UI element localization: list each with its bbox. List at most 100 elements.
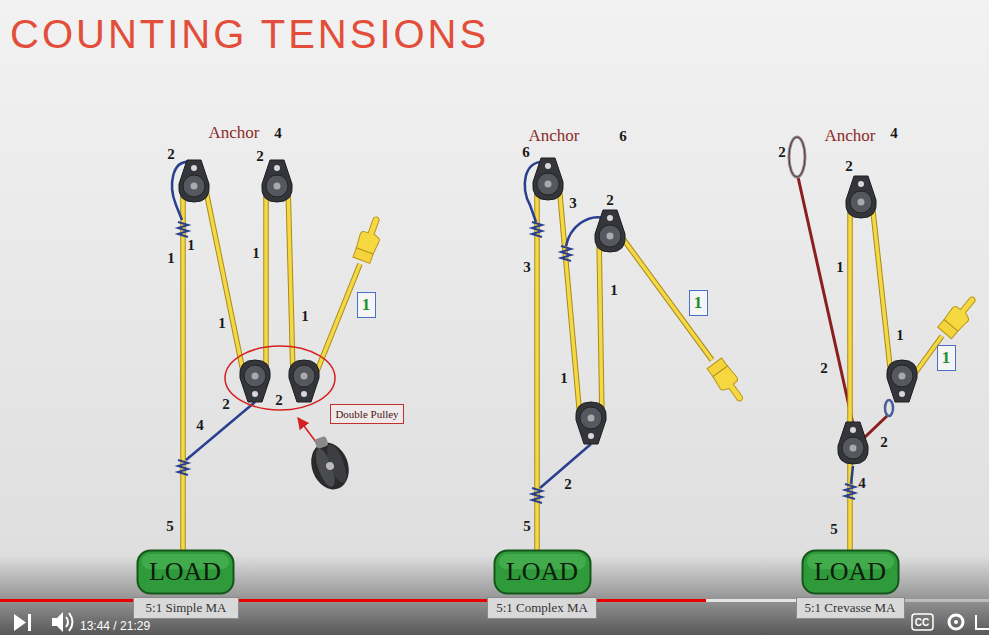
- pulley: [595, 210, 625, 252]
- caption-box: 5:1 Crevasse MA: [796, 597, 905, 619]
- tension-number: 2: [256, 148, 264, 165]
- prusik-coil: [178, 460, 188, 475]
- tension-number: 5: [523, 518, 531, 535]
- node-text-block: 5:1 Crevasse MA: [805, 601, 896, 615]
- node-text: 1: [362, 296, 371, 315]
- prusik-coil: [178, 222, 855, 503]
- node-text: 1: [694, 294, 703, 313]
- pulley: [179, 160, 209, 202]
- rope: [183, 184, 942, 550]
- tension-number: 2: [275, 392, 283, 409]
- pulley: [240, 360, 270, 402]
- tension-number: 1: [252, 245, 260, 262]
- tension-number: 5: [830, 521, 838, 538]
- node-text-block: LOAD: [149, 558, 221, 587]
- double-pulley-highlight: [298, 418, 316, 442]
- tension-number: 4: [858, 475, 866, 492]
- tension-number: 2: [880, 434, 888, 451]
- prusik-cord: [172, 162, 853, 488]
- load-shape: [802, 551, 898, 594]
- tension-number: 6: [619, 128, 627, 145]
- tension-number: 3: [569, 195, 577, 212]
- video-controls: [69, 613, 73, 631]
- video-controls: [14, 614, 26, 631]
- anchor-label: Anchor: [529, 127, 580, 146]
- tension-box: 1: [357, 292, 376, 318]
- video-controls: [66, 617, 68, 627]
- tension-box: 1: [937, 345, 956, 371]
- node-text: 1: [942, 349, 951, 368]
- double-pulley-photo: [325, 461, 335, 471]
- double-pulley-photo: [305, 437, 355, 494]
- pulley: [262, 160, 292, 202]
- load-block: LOAD: [801, 549, 900, 595]
- double-pulley-photo: [323, 442, 350, 484]
- double-pulley-photo: [303, 432, 355, 495]
- tension-number: 2: [845, 158, 853, 175]
- node-text: LOAD: [506, 558, 578, 587]
- tension-box: 1: [689, 290, 708, 316]
- pulley: [846, 176, 876, 218]
- node-text-block: 1: [362, 296, 371, 315]
- tension-number: 4: [890, 125, 898, 142]
- node-text-block: 5:1 Simple MA: [146, 601, 227, 615]
- pulley: [887, 360, 917, 402]
- tension-number: 1: [610, 282, 618, 299]
- node-text: 5:1 Simple MA: [146, 601, 227, 615]
- video-controls: [949, 615, 963, 629]
- pulley: [289, 360, 319, 402]
- tension-number: 3: [523, 259, 531, 276]
- load-block: LOAD: [136, 549, 235, 595]
- pull-hand: [937, 291, 982, 339]
- pull-hand: [352, 214, 982, 407]
- prusik-coil: [532, 222, 542, 237]
- tension-number: 1: [218, 315, 226, 332]
- pulley: [533, 158, 563, 200]
- load-block: LOAD: [493, 549, 592, 595]
- video-time: 13:44 / 21:29: [80, 620, 150, 633]
- tension-number: 1: [560, 370, 568, 387]
- tension-number: 2: [606, 192, 614, 209]
- anchor-label: Anchor: [825, 127, 876, 146]
- tension-number: 1: [836, 259, 844, 276]
- tension-number: 1: [301, 308, 309, 325]
- node-text-block: LOAD: [814, 558, 886, 587]
- double-pulley-photo: [314, 436, 329, 450]
- red-anchor-rope: [798, 177, 853, 424]
- tension-number: 4: [196, 417, 204, 434]
- tension-number: 6: [522, 144, 530, 161]
- node-text-block: 1: [942, 349, 951, 368]
- video-controls: [954, 620, 958, 624]
- prusik-cord: [186, 402, 255, 460]
- rope: [183, 184, 942, 550]
- prusik-coil: [561, 246, 571, 261]
- rope: [183, 184, 942, 550]
- pulley: [576, 402, 606, 444]
- node-text: Double Pulley: [335, 408, 398, 420]
- prusik-coil: [532, 488, 542, 503]
- prusik-coil: [845, 484, 855, 499]
- captions-button: CC: [915, 617, 929, 628]
- node-text-block: 1: [694, 294, 703, 313]
- video-controls: [706, 599, 806, 602]
- tension-number: 4: [274, 125, 282, 142]
- node-text: 5:1 Complex MA: [496, 601, 588, 615]
- double-pulley-highlight: [225, 346, 335, 410]
- carabiner: [885, 400, 893, 416]
- slide-title: COUNTING TENSIONS: [10, 12, 489, 56]
- tension-number: 5: [166, 518, 174, 535]
- node-text-block: 5:1 Complex MA: [496, 601, 588, 615]
- node-text-block: Double Pulley: [335, 408, 398, 420]
- video-controls: [52, 612, 63, 632]
- anchor-label: Anchor: [209, 124, 260, 143]
- pulley: [179, 158, 917, 464]
- carabiner: [789, 137, 805, 177]
- pull-hand: [706, 357, 749, 406]
- video-controls: [976, 615, 989, 629]
- tension-number: 2: [778, 144, 786, 161]
- callout-box: Double Pulley: [330, 404, 404, 424]
